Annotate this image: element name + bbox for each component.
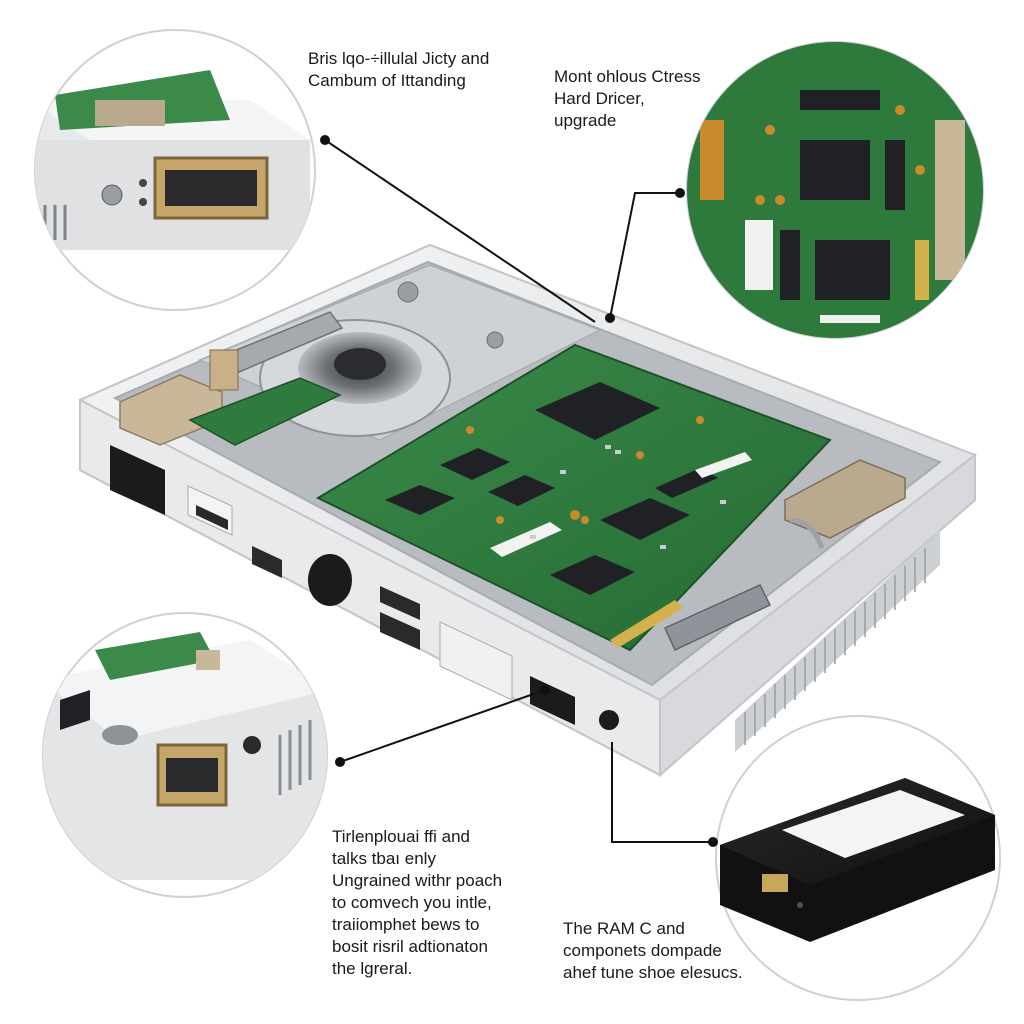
zoom-callout-side [42,612,328,898]
edge-connector [610,600,683,648]
pcb-label [695,452,752,478]
callout-label-top-left: Bris lqo-÷illulal Jicty and Cambum of It… [308,49,490,90]
usb-port [380,612,420,650]
chip [600,498,690,540]
callout-label-top-right: Mont ohlous Ctress Hard Dricer, upgrade [554,67,701,130]
leader-lines [320,135,718,847]
motherboard [188,343,832,652]
ethernet-port [110,445,165,515]
ssd-label [782,790,965,858]
callout-label-bottom-left: Tirlenplouai ffi and talks tbaı enly Ung… [332,827,503,978]
zoom-callout-board [686,41,984,339]
chip [488,475,555,506]
audio-jack [599,710,619,730]
usb-port [380,586,420,620]
wireless-module [664,459,906,652]
usb-port [196,505,228,530]
chip [385,485,455,515]
zoom-callout-ports [34,29,316,311]
zoom-callout-ssd [715,715,1001,1001]
ssd-connector [762,874,788,892]
pcb-label [490,522,562,557]
power-jack [308,554,352,606]
callout-label-bottom-right: The RAM C and componets dompade ahef tun… [563,919,743,982]
cpu-chip [535,382,660,440]
side-vent [735,530,940,752]
sd-card-slot [439,621,513,701]
ssd-drive [720,778,995,942]
usb-port [252,546,282,578]
chip [550,555,635,595]
chip [440,448,510,480]
